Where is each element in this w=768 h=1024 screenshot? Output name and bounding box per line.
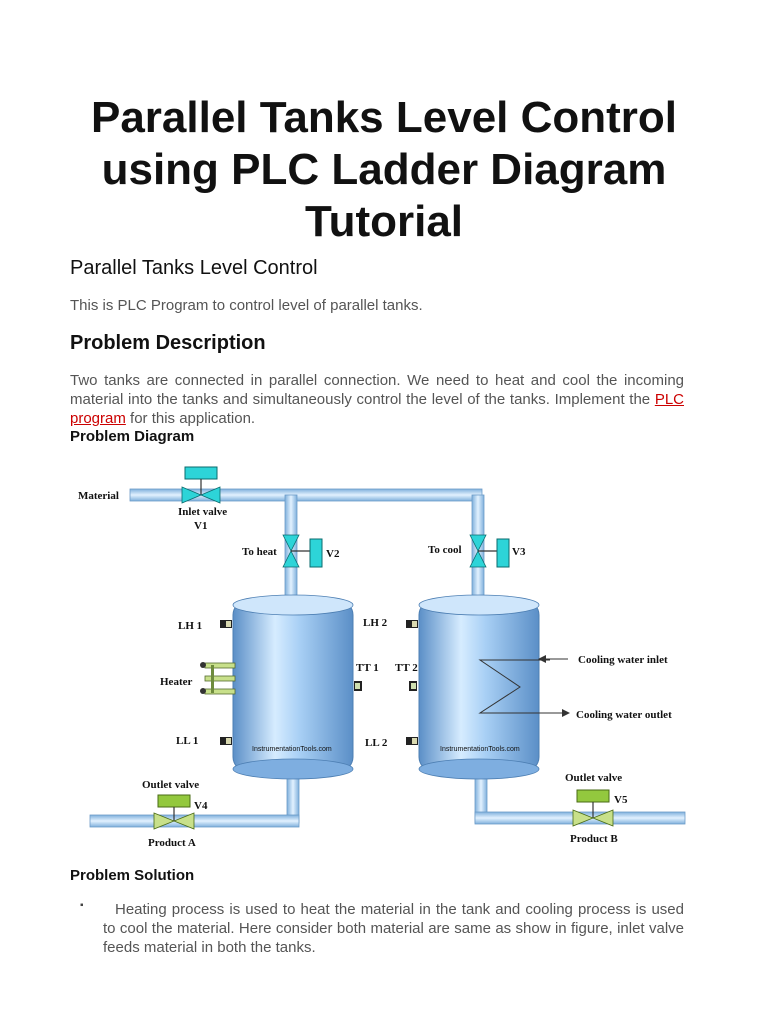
label-to-cool: To cool xyxy=(428,544,462,556)
label-v5: V5 xyxy=(614,794,628,806)
cooling-coil xyxy=(478,659,550,714)
label-heater: Heater xyxy=(160,676,192,688)
label-v1: V1 xyxy=(194,520,207,532)
label-outlet-valve-b: Outlet valve xyxy=(565,772,622,784)
watermark-tank-1: InstrumentationTools.com xyxy=(252,746,332,753)
label-lh2: LH 2 xyxy=(363,617,388,629)
process-diagram: Material Inlet valve V1 To heat V2 To co… xyxy=(78,466,686,849)
label-product-b: Product B xyxy=(570,833,618,845)
label-tt2: TT 2 xyxy=(395,662,418,674)
temperature-sensor-tt2 xyxy=(409,681,417,691)
label-outlet-valve-a: Outlet valve xyxy=(142,779,199,791)
cooling-outlet-arrowhead xyxy=(562,709,570,717)
label-ll2: LL 2 xyxy=(365,737,388,749)
description-text-end: for this application. xyxy=(125,410,256,427)
label-inlet-valve: Inlet valve xyxy=(178,506,227,518)
problem-diagram-heading: Problem Diagram xyxy=(70,428,195,445)
section-heading-problem-description: Problem Description xyxy=(70,332,266,354)
label-v4: V4 xyxy=(194,800,208,812)
label-v3: V3 xyxy=(512,546,526,558)
level-switch-ll2 xyxy=(406,737,418,745)
label-product-a: Product A xyxy=(148,837,196,849)
problem-description-paragraph: Two tanks are connected in parallel conn… xyxy=(70,371,684,428)
bullet-text: Heating process is used to heat the mate… xyxy=(103,901,684,956)
plc-program-link[interactable]: PLC program xyxy=(70,391,684,427)
page-title: Parallel Tanks Level Control using PLC L… xyxy=(90,93,678,246)
section-heading-parallel-tanks: Parallel Tanks Level Control xyxy=(70,257,318,279)
label-material: Material xyxy=(78,490,119,502)
outlet-valve-v5 xyxy=(572,789,614,827)
intro-paragraph: This is PLC Program to control level of … xyxy=(70,297,423,314)
tank-1 xyxy=(232,594,354,780)
heater-element xyxy=(200,662,236,695)
label-tt1: TT 1 xyxy=(356,662,379,674)
valve-v3 xyxy=(469,534,510,568)
label-to-heat: To heat xyxy=(242,546,277,558)
tank-2 xyxy=(418,594,540,780)
bullet-marker: ▪ xyxy=(80,900,84,911)
cooling-inlet-arrowhead xyxy=(538,655,546,663)
valve-v2 xyxy=(282,534,323,568)
problem-solution-heading: Problem Solution xyxy=(70,867,195,884)
level-switch-lh1 xyxy=(220,620,232,628)
watermark-tank-2: InstrumentationTools.com xyxy=(440,746,520,753)
level-switch-lh2 xyxy=(406,620,418,628)
label-lh1: LH 1 xyxy=(178,620,202,632)
outlet-pipe-a xyxy=(89,814,300,828)
label-v2: V2 xyxy=(326,548,340,560)
label-ll1: LL 1 xyxy=(176,735,198,747)
temperature-sensor-tt1 xyxy=(354,681,362,691)
inlet-valve-v1 xyxy=(181,466,221,504)
outlet-valve-v4 xyxy=(153,794,195,830)
description-text: Two tanks are connected in parallel conn… xyxy=(70,372,684,408)
label-cooling-water-inlet: Cooling water inlet xyxy=(578,654,668,666)
level-switch-ll1 xyxy=(220,737,232,745)
label-cooling-water-outlet: Cooling water outlet xyxy=(576,709,672,721)
